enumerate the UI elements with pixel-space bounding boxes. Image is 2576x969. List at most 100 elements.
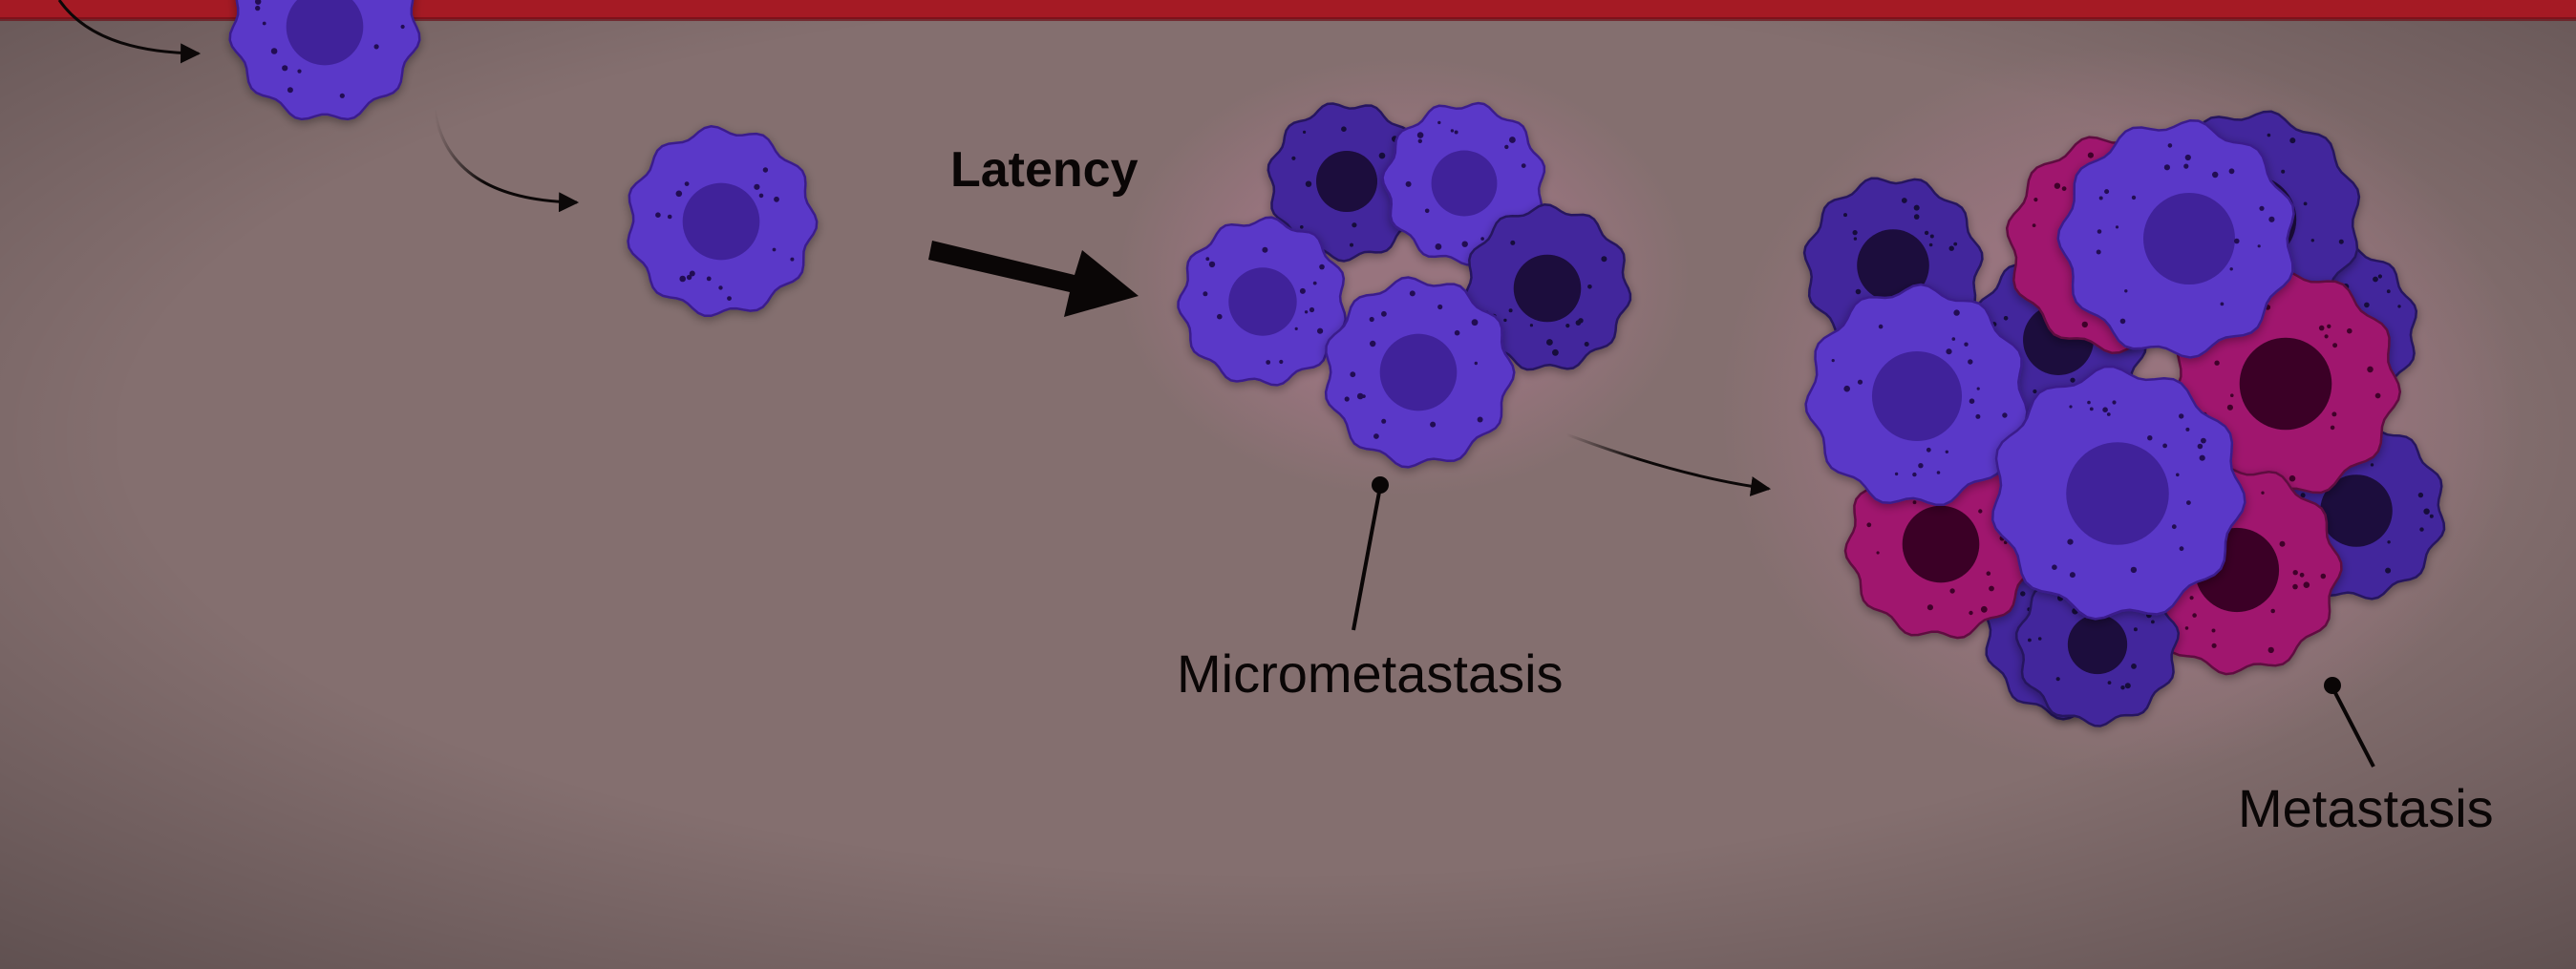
cell-granule bbox=[2370, 463, 2374, 467]
cell-granule bbox=[1203, 291, 1208, 297]
cell-granule bbox=[1510, 240, 1516, 245]
cell-nucleus bbox=[1857, 229, 1929, 302]
cell-granule bbox=[1929, 234, 1934, 239]
cell-granule bbox=[1480, 237, 1484, 241]
cell-layer bbox=[228, 0, 2446, 727]
cell-granule bbox=[2112, 400, 2117, 405]
metastasis-leader-line bbox=[2331, 686, 2375, 768]
cell-granule bbox=[1927, 604, 1933, 611]
cell-granule bbox=[1989, 585, 1994, 592]
cell-granule bbox=[1405, 180, 1412, 187]
cell-granule bbox=[1373, 433, 1379, 439]
cell-granule bbox=[1474, 361, 1479, 366]
cell-granule bbox=[2033, 198, 2038, 202]
cell-nucleus bbox=[2320, 474, 2393, 547]
cell-granule bbox=[1980, 605, 1988, 613]
cell-granule bbox=[1217, 313, 1223, 320]
cell-granule bbox=[2028, 638, 2032, 642]
cell-granule bbox=[2267, 133, 2271, 137]
cell-granule bbox=[1370, 340, 1376, 348]
cell-granule bbox=[1601, 256, 1607, 263]
cell-granule bbox=[1853, 237, 1858, 241]
cell-granule bbox=[2183, 163, 2189, 169]
cell-granule bbox=[2087, 400, 2091, 405]
cell-granule bbox=[1878, 324, 1884, 329]
cell-granule bbox=[1430, 421, 1437, 428]
cell-granule bbox=[1945, 450, 1949, 453]
cell-granule bbox=[2234, 238, 2240, 244]
cell-granule bbox=[686, 274, 692, 281]
cell-granule bbox=[1304, 310, 1309, 314]
cell-granule bbox=[1294, 327, 1298, 330]
tumor-cell bbox=[1267, 102, 1428, 263]
cell-granule bbox=[1843, 385, 1850, 392]
cell-granule bbox=[2069, 405, 2073, 409]
cell-granule bbox=[1461, 241, 1468, 247]
cell-granule bbox=[2268, 216, 2275, 222]
cell-granule bbox=[762, 167, 769, 173]
cell-granule bbox=[1951, 337, 1956, 341]
cell-granule bbox=[2331, 411, 2337, 417]
cell-granule bbox=[1299, 287, 1306, 294]
cell-granule bbox=[339, 93, 345, 98]
tumor-cell bbox=[2056, 118, 2295, 359]
cell-nucleus bbox=[1228, 267, 1297, 336]
cell-granule bbox=[1953, 242, 1958, 246]
cell-granule bbox=[1894, 472, 1899, 476]
cell-granule bbox=[1876, 551, 1880, 555]
cell-granule bbox=[1587, 284, 1592, 289]
cell-granule bbox=[1356, 392, 1364, 400]
cell-granule bbox=[2151, 620, 2155, 624]
cell-granule bbox=[727, 296, 732, 301]
cell-granule bbox=[2189, 596, 2194, 600]
cell-granule bbox=[2257, 244, 2261, 248]
cell-nucleus bbox=[286, 0, 364, 66]
cell-granule bbox=[1352, 222, 1357, 228]
cell-granule bbox=[2003, 316, 2009, 321]
cell-granule bbox=[667, 214, 672, 220]
cell-granule bbox=[1208, 261, 1216, 268]
cell-granule bbox=[2054, 182, 2061, 189]
cell-granule bbox=[2230, 393, 2234, 398]
cell-granule bbox=[1341, 126, 1347, 132]
cell-granule bbox=[2087, 152, 2094, 158]
cell-granule bbox=[758, 193, 764, 199]
cell-granule bbox=[282, 65, 288, 72]
cell-granule bbox=[1949, 588, 1955, 594]
cell-granule bbox=[2131, 664, 2137, 669]
cell-granule bbox=[1913, 204, 1920, 211]
cell-granule bbox=[2179, 413, 2184, 419]
cell-granule bbox=[1350, 371, 1356, 378]
cell-granule bbox=[1317, 327, 1324, 334]
cell-granule bbox=[2098, 196, 2103, 200]
cell-granule bbox=[2292, 583, 2298, 590]
cell-granule bbox=[2270, 608, 2275, 614]
cell-granule bbox=[2374, 392, 2381, 399]
cell-granule bbox=[2214, 360, 2220, 366]
cell-granule bbox=[2002, 412, 2008, 418]
cell-granule bbox=[2330, 425, 2335, 431]
cell-granule bbox=[1381, 418, 1387, 424]
cell-granule bbox=[2338, 239, 2344, 244]
cell-granule bbox=[2032, 223, 2036, 228]
cell-granule bbox=[2124, 289, 2128, 293]
cell-granule bbox=[1969, 610, 1973, 616]
cell-granule bbox=[1976, 387, 1980, 390]
cell-granule bbox=[2226, 404, 2233, 411]
cell-granule bbox=[1262, 246, 1268, 253]
cell-nucleus bbox=[1379, 333, 1458, 411]
cell-granule bbox=[2310, 239, 2314, 242]
cell-granule bbox=[1435, 243, 1442, 250]
cell-granule bbox=[679, 275, 686, 283]
cell-granule bbox=[2299, 572, 2305, 578]
cell-nucleus bbox=[2067, 614, 2128, 675]
cell-granule bbox=[2052, 564, 2057, 570]
cell-granule bbox=[2192, 613, 2197, 618]
cell-granule bbox=[2201, 437, 2206, 444]
cell-granule bbox=[2162, 443, 2168, 449]
cell-granule bbox=[2176, 473, 2180, 477]
cell-granule bbox=[2104, 189, 2110, 195]
cell-granule bbox=[1843, 213, 1847, 218]
entry-arrow bbox=[57, 0, 202, 64]
